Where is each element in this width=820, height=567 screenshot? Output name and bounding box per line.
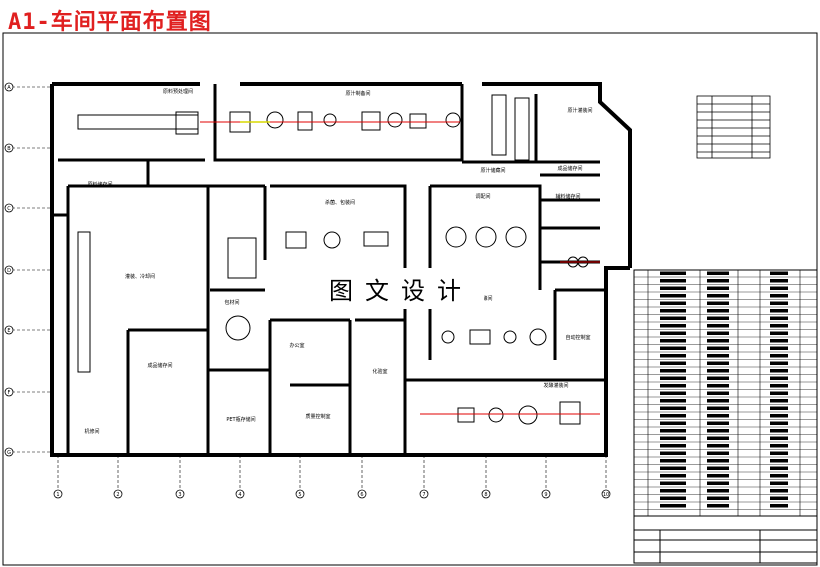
- filler-tank: [488, 407, 504, 423]
- mixer-1: [285, 231, 307, 249]
- tank-4: [445, 112, 461, 128]
- room-label: 包材间: [224, 299, 239, 306]
- room-label: 成品储存间: [147, 362, 172, 369]
- mixer-2: [363, 231, 389, 247]
- column-axis-bubble: [481, 489, 491, 499]
- column-axis-label: 3: [178, 492, 181, 498]
- column-axis-bubble: [419, 489, 429, 499]
- column-axis-label: 9: [544, 492, 547, 498]
- pump-2: [409, 113, 427, 129]
- pipe-rack: [491, 94, 507, 156]
- room-label: 灌装、冷却间: [125, 273, 155, 280]
- row-axis-label: F: [8, 390, 11, 396]
- blend-tank-3: [505, 226, 527, 248]
- press-unit: [361, 111, 381, 131]
- column-axis-bubble: [295, 489, 305, 499]
- row-axis-label: C: [7, 206, 11, 212]
- room-label: 原料预处理间: [163, 88, 193, 95]
- pipe-rack-2: [514, 97, 530, 161]
- room-label: 成品储存间: [557, 165, 582, 172]
- outer-walls: [50, 82, 632, 457]
- column-axis-label: 5: [298, 492, 301, 498]
- row-axis-label: E: [7, 328, 10, 334]
- row-axis-bubble: [4, 143, 14, 153]
- row-axis-bubble: [4, 387, 14, 397]
- column-axis-label: 7: [422, 492, 425, 498]
- column-axis-bubble: [113, 489, 123, 499]
- column-axis-bubble: [175, 489, 185, 499]
- blend-tank-1: [445, 226, 467, 248]
- equipment-schedule-table: [633, 269, 818, 517]
- cold-store-unit: [227, 237, 257, 279]
- drawing-title: A1-车间平面布置图: [8, 10, 212, 35]
- column-axis-label: 10: [603, 492, 609, 498]
- column-axis-bubble: [601, 489, 611, 499]
- pump-1: [297, 111, 313, 131]
- blend-tank-2: [475, 226, 497, 248]
- room-label: 杀菌、包装间: [325, 199, 355, 206]
- washer-unit: [175, 111, 199, 135]
- column-axis-bubble: [235, 489, 245, 499]
- room-label: 原汁灌装间: [567, 107, 592, 114]
- ferment-tank-2: [503, 330, 517, 344]
- ferment-tank-3: [529, 328, 547, 346]
- room-label: 调配间: [475, 193, 490, 200]
- room-label: 发酵间: [477, 295, 492, 302]
- room-label: 机修间: [84, 428, 99, 435]
- row-axis-bubble: [4, 265, 14, 275]
- room-label: 发酵灌装间: [543, 382, 568, 389]
- tank-3: [387, 112, 403, 128]
- row-axis-label: A: [7, 85, 11, 91]
- equipment: [77, 94, 589, 425]
- conveyor-line: [77, 114, 199, 130]
- column-axis-bubble: [541, 489, 551, 499]
- tank-1: [266, 111, 284, 129]
- ferment-unit: [469, 329, 491, 345]
- filler-1: [457, 407, 475, 423]
- room-label: 办公室: [289, 342, 304, 349]
- watermark-stamp: 图文设计: [318, 268, 484, 309]
- row-axis-bubble: [4, 447, 14, 457]
- room-label: 辅料储存间: [555, 193, 580, 200]
- room-label: PET瓶存储间: [226, 416, 255, 423]
- legend-table: [696, 95, 771, 159]
- title-block: [633, 515, 818, 564]
- row-axis-bubble: [4, 325, 14, 335]
- filler-2: [559, 401, 581, 425]
- row-axes: A B C D E F G: [4, 82, 52, 457]
- column-axis-label: 6: [360, 492, 363, 498]
- column-axis-label: 1: [56, 492, 59, 498]
- column-axis-bubble: [357, 489, 367, 499]
- room-label: 原汁制备间: [345, 90, 370, 97]
- process-pipes: [200, 121, 600, 415]
- row-axis-bubble: [4, 203, 14, 213]
- column-axes: 1 2 3 4 5 6 7 8 9 10: [53, 455, 611, 499]
- filling-line: [77, 231, 91, 373]
- mix-tank: [323, 231, 341, 249]
- column-axis-label: 2: [116, 492, 119, 498]
- column-axis-label: 8: [484, 492, 487, 498]
- row-axis-label: D: [7, 268, 11, 274]
- ferment-tank-1: [441, 330, 455, 344]
- row-axis-bubble: [4, 82, 14, 92]
- room-label: 原汁储藏间: [480, 167, 505, 174]
- room-label: 自动控制室: [565, 334, 590, 341]
- room-label: 质量控制室: [305, 413, 330, 420]
- row-axis-label: B: [7, 146, 11, 152]
- room-label: 原料储存间: [87, 181, 112, 188]
- column-axis-bubble: [53, 489, 63, 499]
- room-label: 化验室: [372, 368, 387, 375]
- boiler-tank: [225, 315, 251, 341]
- filler-tank-2: [518, 405, 538, 425]
- column-axis-label: 4: [238, 492, 241, 498]
- tank-2: [323, 113, 337, 127]
- room-labels: 原料预处理间原汁制备间原汁灌装间原料储存间原汁储藏间成品储存间灌装、冷却间杀菌、…: [84, 88, 592, 435]
- row-axis-label: G: [7, 450, 11, 456]
